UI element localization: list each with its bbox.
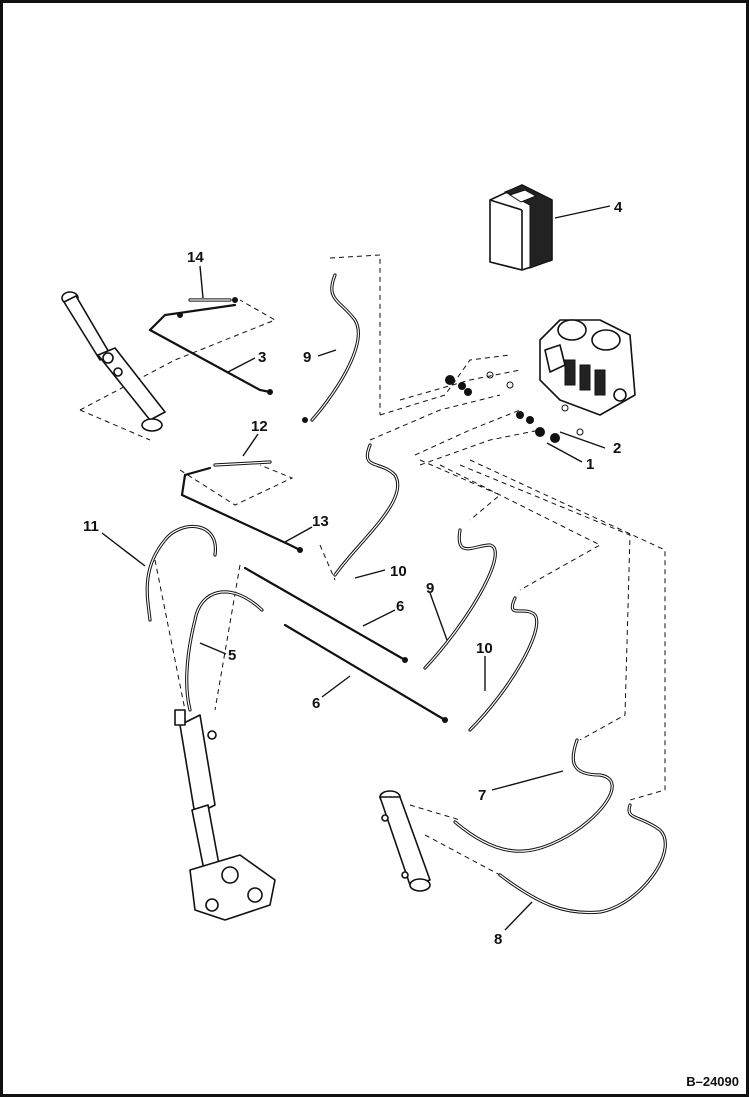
callout-2: 2: [613, 440, 621, 457]
part-tilt-cylinder: [174, 709, 276, 921]
part-hose-10-upper: [333, 443, 400, 577]
callout-3: 3: [258, 349, 266, 366]
callout-10a: 10: [390, 563, 407, 580]
callout-7: 7: [478, 787, 486, 804]
part-hose-5: [185, 590, 264, 712]
part-hose-14: [188, 297, 238, 303]
part-tube-3: [148, 303, 273, 395]
document-id: B–24090: [686, 1074, 739, 1089]
part-tube-6-upper: [243, 566, 408, 663]
callout-14: 14: [187, 249, 204, 266]
part-control-valve: [539, 319, 636, 416]
callout-5: 5: [228, 647, 236, 664]
part-hose-8: [498, 803, 667, 915]
part-hose-7: [453, 738, 614, 853]
callout-9b: 9: [426, 580, 434, 597]
callout-9a: 9: [303, 349, 311, 366]
valve-fittings: [445, 371, 584, 443]
callout-4: 4: [614, 199, 623, 216]
callout-12: 12: [251, 418, 268, 435]
assembly-dashed-lines: [79, 254, 666, 876]
callout-1: 1: [586, 456, 594, 473]
part-hose-9-lower: [423, 528, 497, 670]
part-hose-10-lower: [468, 596, 539, 732]
callout-8: 8: [494, 931, 502, 948]
callout-10b: 10: [476, 640, 493, 657]
part-tube-6-lower: [283, 623, 448, 723]
callout-6a: 6: [396, 598, 404, 615]
callout-6b: 6: [312, 695, 320, 712]
callout-labels: 4 14 3 9 2 1 12 11 13 10 6 9 5 10 6 7 8: [83, 199, 623, 948]
part-box-kit: [489, 184, 553, 271]
part-hose-9-upper: [302, 273, 360, 423]
leader-lines: [101, 205, 611, 931]
part-lift-cylinder: [61, 291, 166, 432]
part-hose-11: [145, 524, 217, 622]
callout-13: 13: [312, 513, 329, 530]
part-auxiliary-cylinder: [379, 790, 431, 892]
part-hose-12: [213, 460, 272, 467]
callout-11: 11: [83, 518, 99, 535]
part-tube-13: [180, 466, 303, 553]
